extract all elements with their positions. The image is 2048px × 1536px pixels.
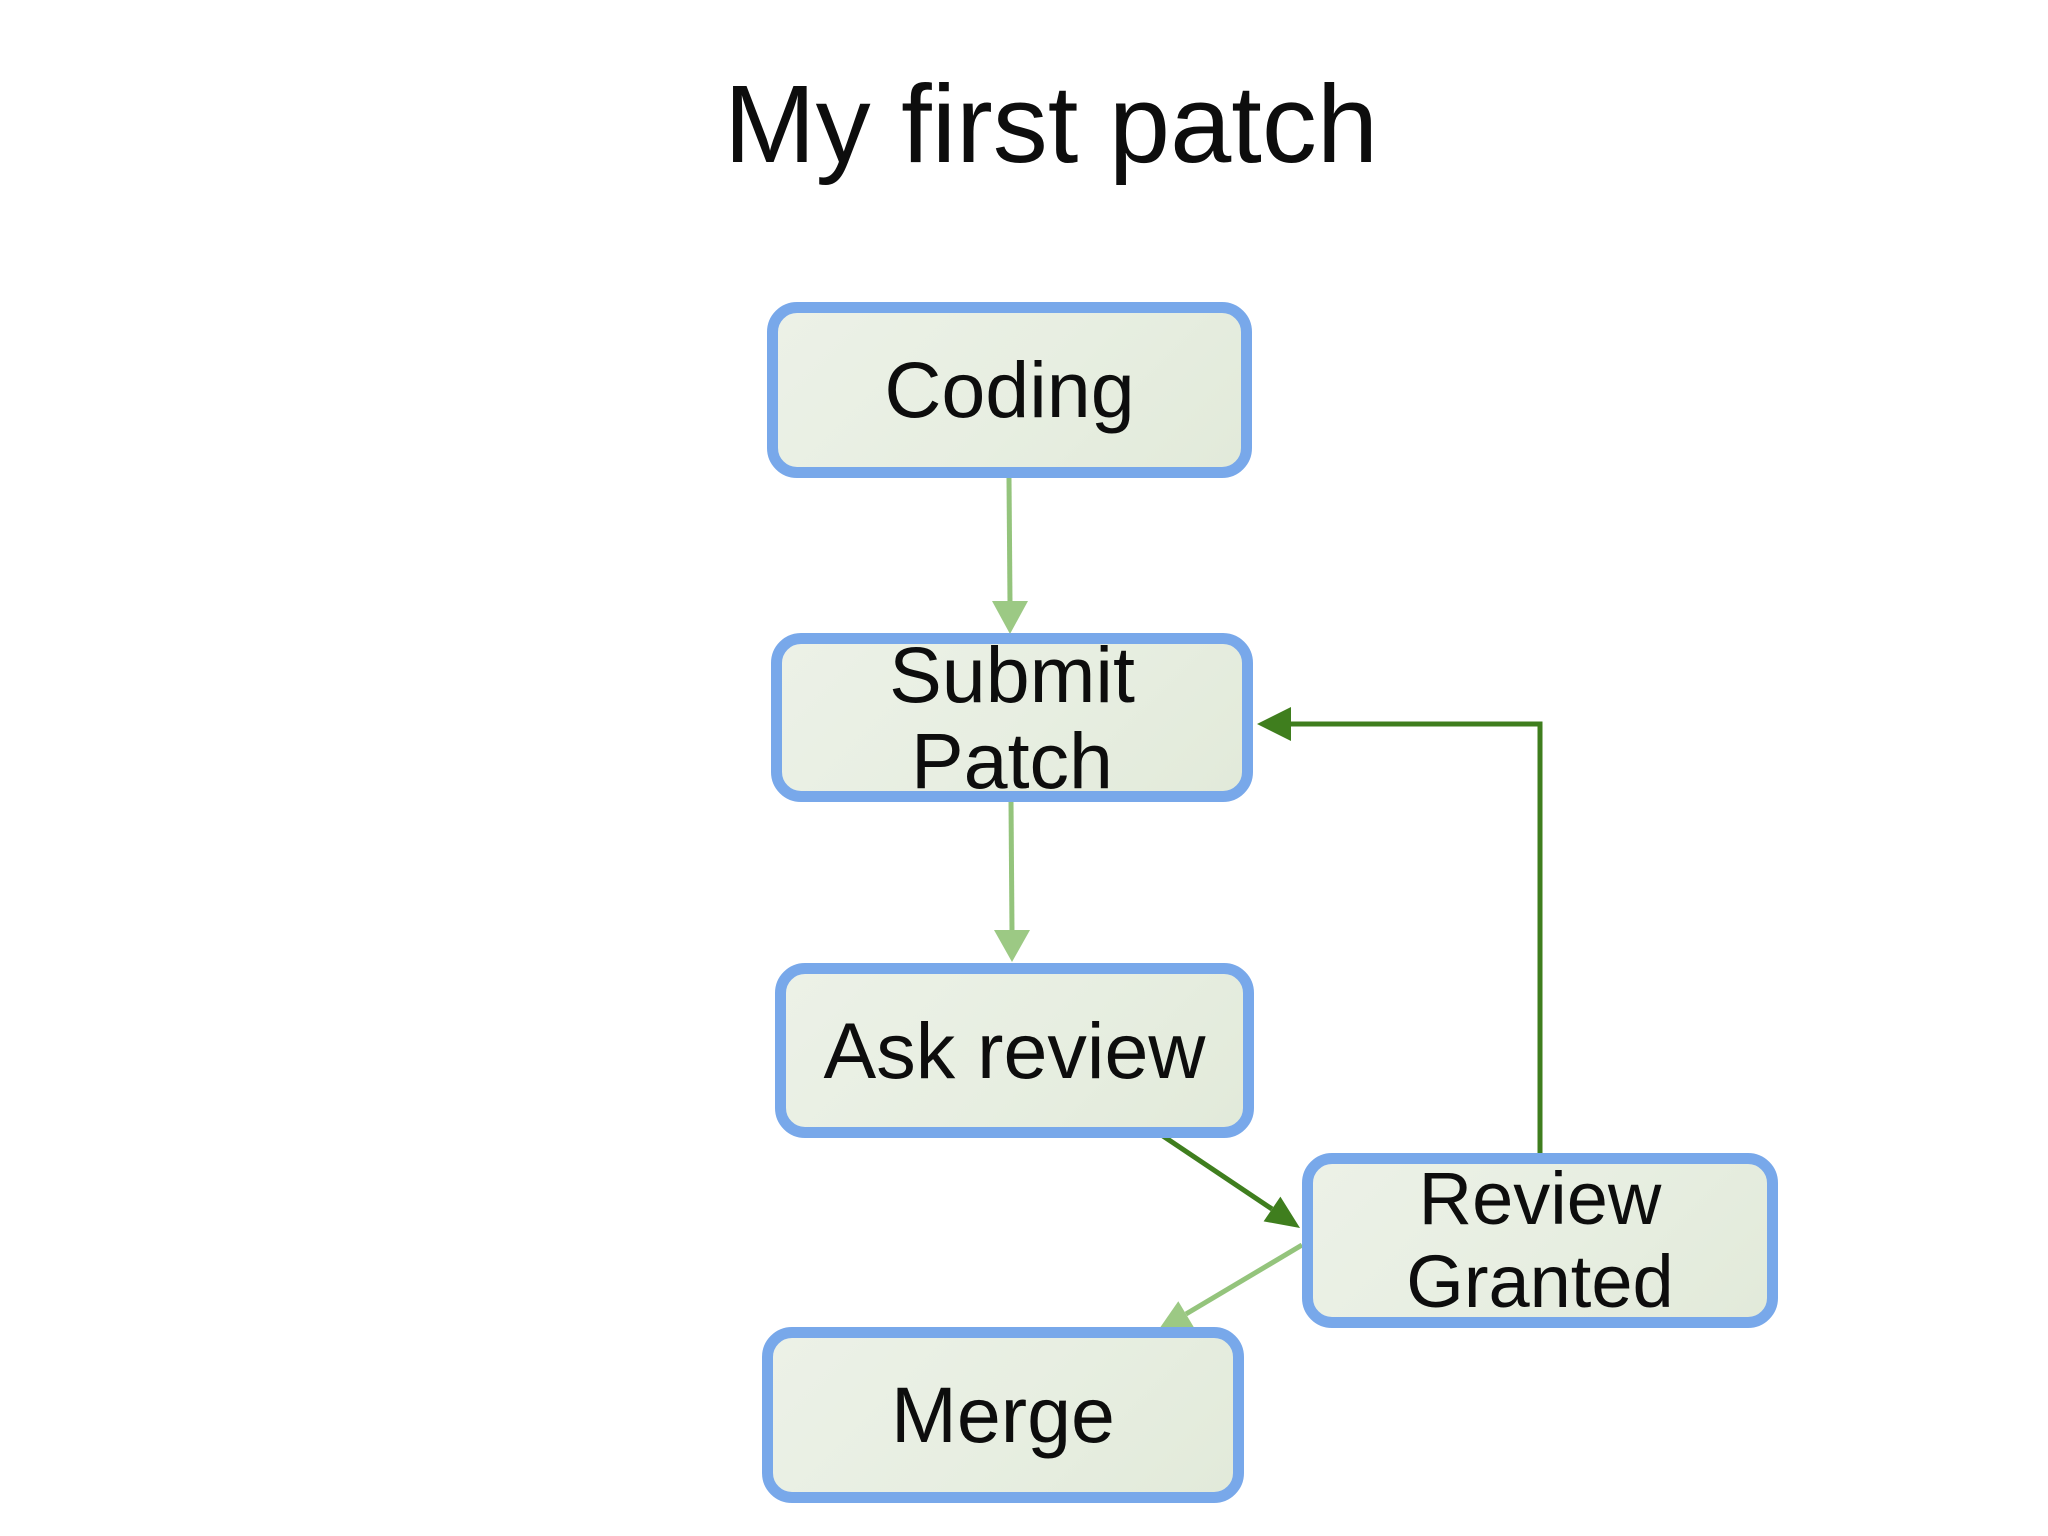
diagram-title: My first patch <box>723 63 1379 186</box>
edge-submit-patch-to-ask-review <box>994 800 1030 962</box>
edge-coding-to-submit-patch <box>992 477 1028 634</box>
node-coding: Coding <box>767 302 1252 478</box>
node-coding-label: Coding <box>884 345 1135 435</box>
edge-review-granted-to-submit-patch <box>1257 707 1543 1153</box>
node-submit-patch-label: Submit Patch <box>889 630 1135 805</box>
node-ask-review-label: Ask review <box>823 1005 1206 1095</box>
node-merge: Merge <box>762 1327 1244 1503</box>
node-review-granted: Review Granted <box>1302 1153 1778 1328</box>
node-submit-patch: Submit Patch <box>771 630 1253 805</box>
node-review-granted-label: Review Granted <box>1406 1156 1674 1323</box>
edge-review-granted-to-merge <box>1157 1242 1304 1332</box>
edge-ask-review-to-review-granted <box>1158 1131 1300 1228</box>
node-merge-label: Merge <box>891 1370 1115 1460</box>
node-ask-review: Ask review <box>775 963 1254 1138</box>
